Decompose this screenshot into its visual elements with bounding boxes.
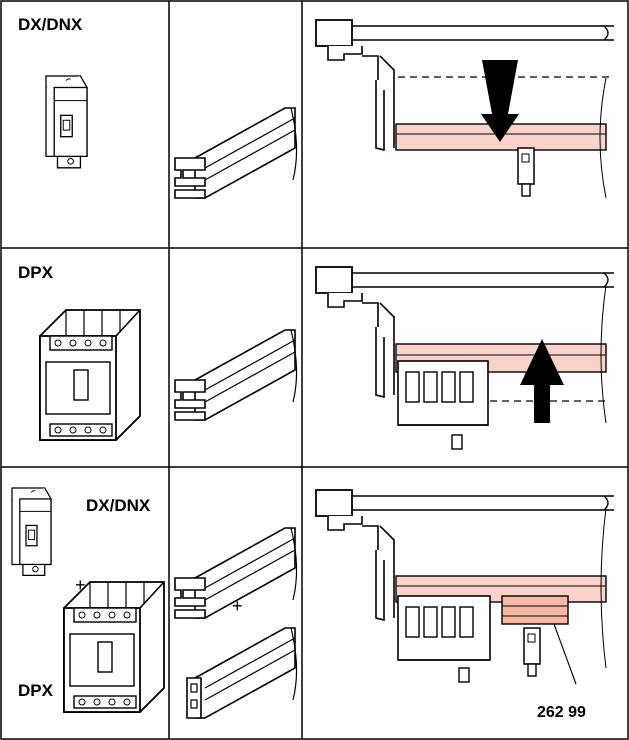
row-1-enclosure xyxy=(315,19,615,199)
row-3-label-modular: DX/DNX xyxy=(86,496,151,515)
row-2-rail xyxy=(174,329,298,421)
row-3-breaker-modular xyxy=(11,487,52,576)
row-3-plus-middle: + xyxy=(232,596,243,616)
row-3-accessory xyxy=(501,595,569,625)
row-2-enclosure xyxy=(315,266,615,450)
part-number-label: 262 99 xyxy=(537,704,586,721)
row-3-breaker-dpx xyxy=(63,581,165,713)
row-2-label: DPX xyxy=(18,263,53,282)
row-3-enclosure xyxy=(315,489,615,685)
row-1-label: DX/DNX xyxy=(18,15,83,34)
row-1-breaker xyxy=(45,75,88,169)
row-2-breaker xyxy=(39,309,141,441)
row-3-plus-left: + xyxy=(75,575,86,595)
row-1-down-arrow xyxy=(481,60,519,142)
row-2-up-arrow xyxy=(520,339,564,423)
row-1-rail xyxy=(174,107,298,199)
row-3-label-dpx: DPX xyxy=(18,681,53,700)
row-3-rail-bottom xyxy=(186,627,298,719)
row-3-leader-line xyxy=(553,623,577,685)
